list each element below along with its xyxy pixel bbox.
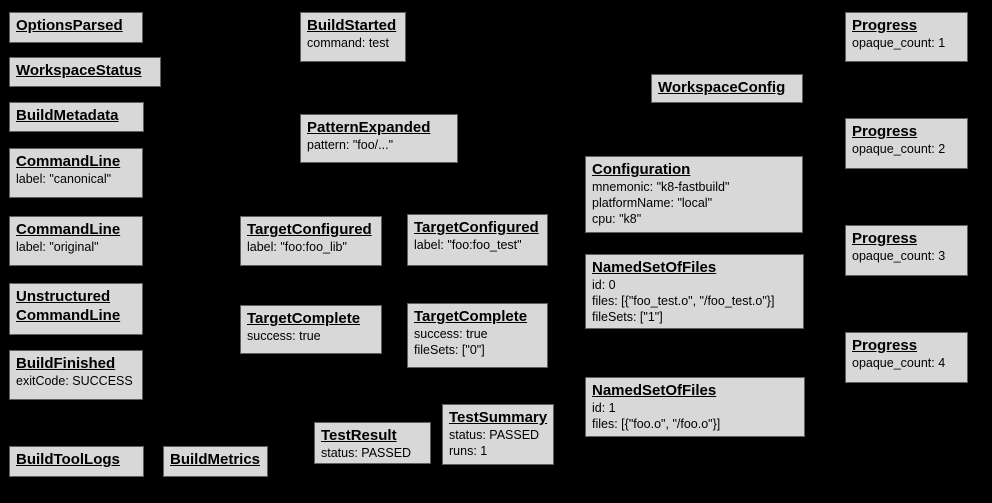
event-node-target-configured-foo-lib: TargetConfigured label: "foo:foo_lib": [240, 216, 382, 266]
node-field: exitCode: SUCCESS: [16, 374, 133, 388]
node-title: BuildMetrics: [170, 451, 261, 468]
node-title: TargetComplete: [247, 310, 361, 327]
event-node-command-line-original: CommandLine label: "original": [9, 216, 143, 266]
event-node-target-complete-foo-lib: TargetComplete success: true: [240, 305, 382, 354]
event-node-named-set-of-files-1: NamedSetOfFiles id: 1 files: [{"foo.o", …: [585, 377, 805, 437]
node-field: label: "foo:foo_test": [414, 238, 522, 252]
node-field: opaque_count: 1: [852, 36, 946, 50]
node-title: TargetConfigured: [247, 221, 372, 238]
node-field: cpu: "k8": [592, 212, 642, 226]
node-field: pattern: "foo/...": [307, 138, 394, 152]
node-title: NamedSetOfFiles: [592, 259, 717, 276]
node-title: OptionsParsed: [16, 17, 123, 34]
event-node-build-metadata: BuildMetadata: [9, 102, 144, 132]
node-title: Progress: [852, 123, 918, 140]
node-title: BuildStarted: [307, 17, 397, 34]
event-node-build-finished: BuildFinished exitCode: SUCCESS: [9, 350, 143, 400]
node-title: BuildToolLogs: [16, 451, 120, 468]
node-title: WorkspaceConfig: [658, 79, 786, 96]
node-field: platformName: "local": [592, 196, 713, 210]
node-field: success: true: [247, 329, 321, 343]
node-field: runs: 1: [449, 444, 488, 458]
event-node-workspace-config: WorkspaceConfig: [651, 74, 803, 103]
event-node-build-tool-logs: BuildToolLogs: [9, 446, 144, 477]
node-field: fileSets: ["0"]: [414, 343, 485, 357]
event-node-progress-4: Progress opaque_count: 4: [845, 332, 968, 383]
node-title: Configuration: [592, 161, 691, 178]
node-field: label: "original": [16, 240, 99, 254]
event-node-progress-3: Progress opaque_count: 3: [845, 225, 968, 276]
node-title: WorkspaceStatus: [16, 62, 142, 79]
node-title: CommandLine: [16, 221, 121, 238]
event-node-test-result: TestResult status: PASSED: [314, 422, 431, 464]
node-title: TestSummary: [449, 409, 548, 426]
node-field: label: "foo:foo_lib": [247, 240, 347, 254]
node-title: TargetComplete: [414, 308, 528, 325]
event-node-configuration: Configuration mnemonic: "k8-fastbuild" p…: [585, 156, 803, 233]
node-field: status: PASSED: [449, 428, 540, 442]
node-field: label: "canonical": [16, 172, 112, 186]
node-title: PatternExpanded: [307, 119, 431, 136]
event-node-target-configured-foo-test: TargetConfigured label: "foo:foo_test": [407, 214, 548, 266]
event-node-test-summary: TestSummary status: PASSED runs: 1: [442, 404, 554, 465]
node-title: CommandLine: [16, 153, 121, 170]
node-field: opaque_count: 2: [852, 142, 946, 156]
event-node-progress-1: Progress opaque_count: 1: [845, 12, 968, 62]
node-title: Progress: [852, 230, 918, 247]
node-field: fileSets: ["1"]: [592, 310, 663, 324]
node-field: command: test: [307, 36, 389, 50]
event-node-build-started: BuildStarted command: test: [300, 12, 406, 62]
node-field: id: 0: [592, 278, 616, 292]
event-node-command-line-canonical: CommandLine label: "canonical": [9, 148, 143, 198]
node-title: Unstructured CommandLine: [16, 288, 121, 324]
node-field: mnemonic: "k8-fastbuild": [592, 180, 730, 194]
event-node-named-set-of-files-0: NamedSetOfFiles id: 0 files: [{"foo_test…: [585, 254, 804, 329]
node-title: NamedSetOfFiles: [592, 382, 717, 399]
node-field: status: PASSED: [321, 446, 412, 460]
node-title: Progress: [852, 17, 918, 34]
node-field: opaque_count: 4: [852, 356, 946, 370]
event-node-progress-2: Progress opaque_count: 2: [845, 118, 968, 169]
node-field: success: true: [414, 327, 488, 341]
event-node-pattern-expanded: PatternExpanded pattern: "foo/...": [300, 114, 458, 163]
event-node-workspace-status: WorkspaceStatus: [9, 57, 161, 87]
node-title: TestResult: [321, 427, 397, 444]
event-node-unstructured-command-line: Unstructured CommandLine: [9, 283, 143, 335]
node-field: files: [{"foo.o", "/foo.o"}]: [592, 417, 721, 431]
event-node-options-parsed: OptionsParsed: [9, 12, 143, 43]
node-title: BuildFinished: [16, 355, 116, 372]
event-node-build-metrics: BuildMetrics: [163, 446, 268, 477]
node-title: BuildMetadata: [16, 107, 119, 124]
node-title: TargetConfigured: [414, 219, 539, 236]
node-field: id: 1: [592, 401, 616, 415]
event-node-target-complete-foo-test: TargetComplete success: true fileSets: […: [407, 303, 548, 368]
node-title: Progress: [852, 337, 918, 354]
node-field: files: [{"foo_test.o", "/foo_test.o"}]: [592, 294, 775, 308]
node-field: opaque_count: 3: [852, 249, 946, 263]
